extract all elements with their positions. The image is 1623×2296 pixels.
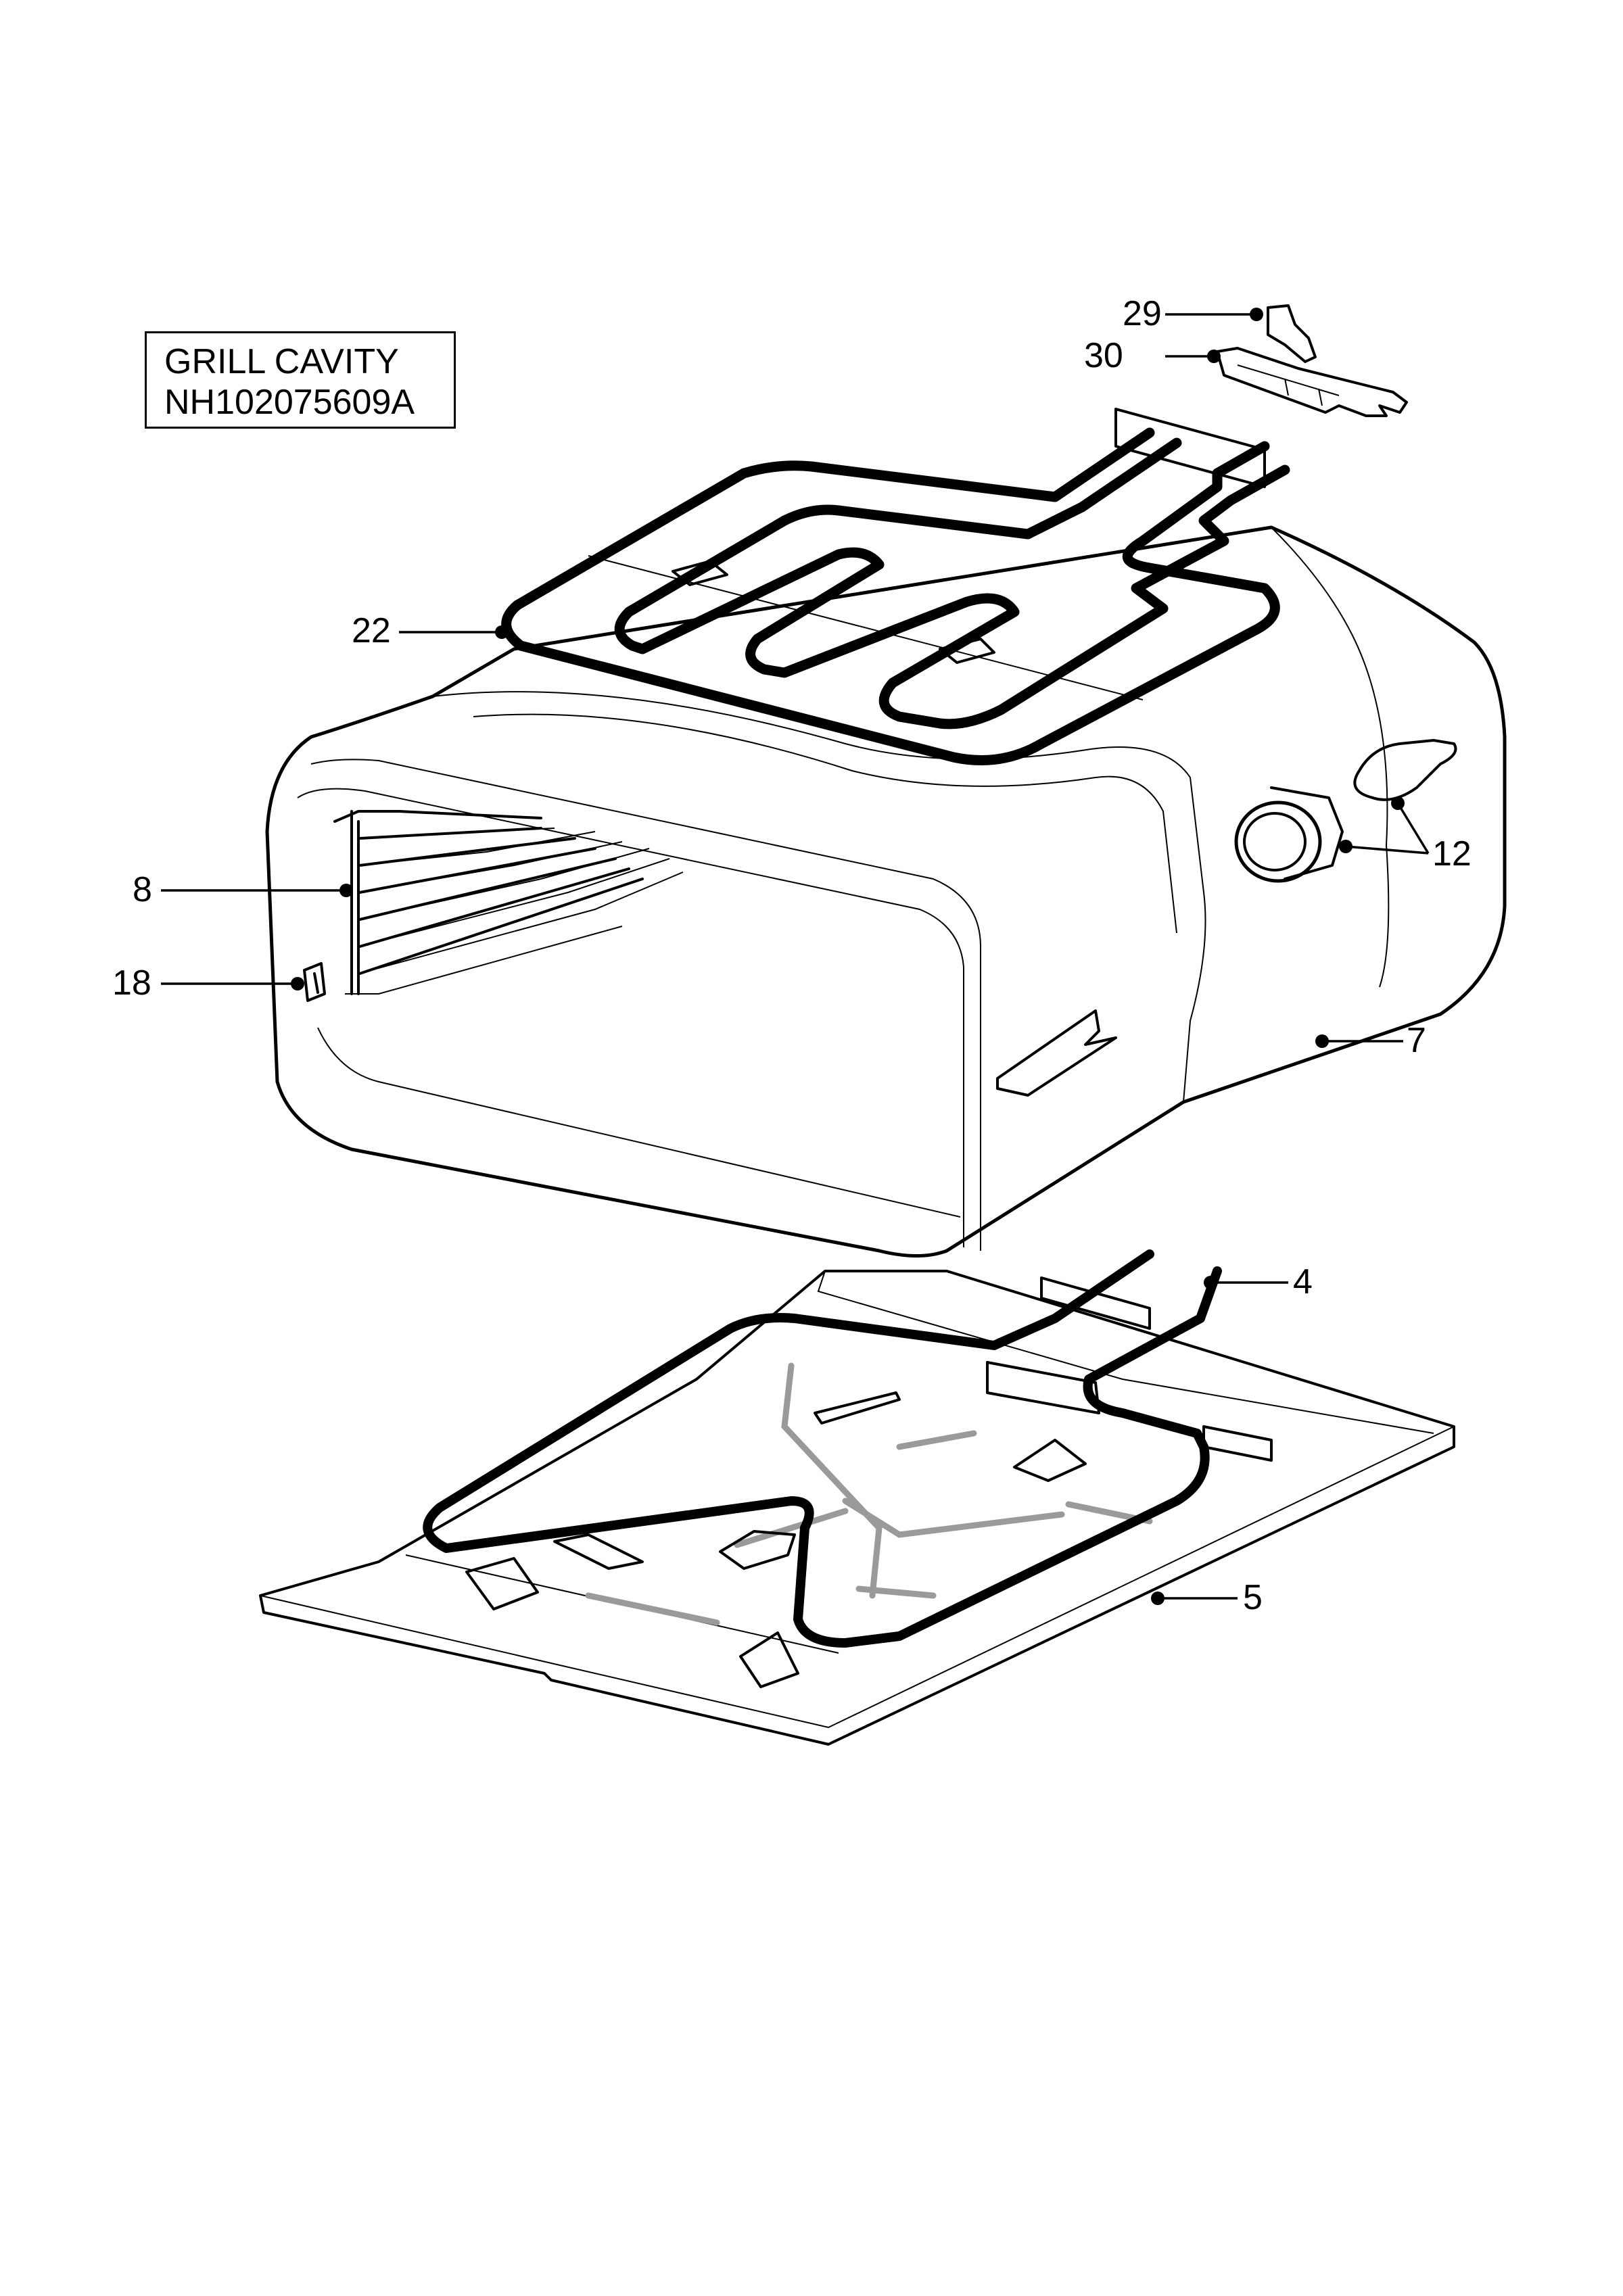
callout-7: 7 [1407,1021,1426,1060]
callout-18: 18 [112,963,151,1003]
callout-30: 30 [1084,336,1123,375]
callout-5: 5 [1243,1578,1263,1617]
callout-22: 22 [352,611,391,650]
part-7-grill-cavity [265,525,1507,1258]
callout-leaders [161,308,1430,1605]
diagram-title-box: GRILL CAVITY NH102075609A [145,331,456,429]
part-4-bottom-element [423,1249,1222,1648]
callout-12: 12 [1432,834,1472,874]
part-29-clip [1267,304,1317,363]
callout-29: 29 [1123,294,1162,333]
callout-8: 8 [133,870,152,909]
part-8-shelf-rack [333,810,684,995]
diagram-title: GRILL CAVITY [164,342,399,381]
callout-4: 4 [1293,1262,1313,1301]
part-22-top-grill-element [501,408,1290,765]
part-12-lamp-assembly [1234,739,1457,883]
part-18-rack-clip [303,962,326,1002]
part-30-bracket [1216,347,1408,417]
diagram-code: NH102075609A [164,383,415,422]
